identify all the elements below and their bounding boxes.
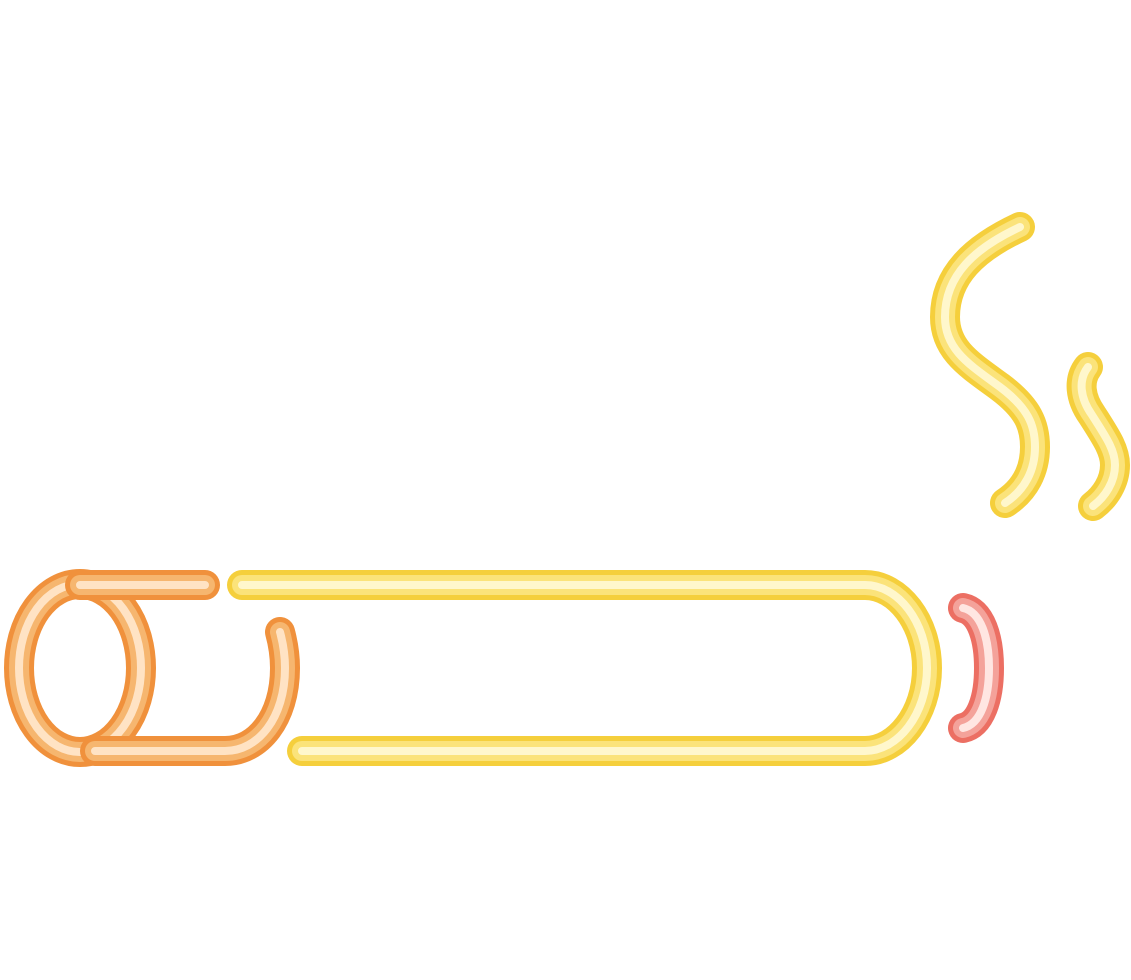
- cigarette-filter-icon: [4, 569, 300, 767]
- cigarette-body-icon: [227, 570, 942, 766]
- smoke-large-icon: [930, 212, 1050, 518]
- smoke-small-icon: [1066, 352, 1130, 521]
- cigarette-ember-icon: [948, 593, 1004, 743]
